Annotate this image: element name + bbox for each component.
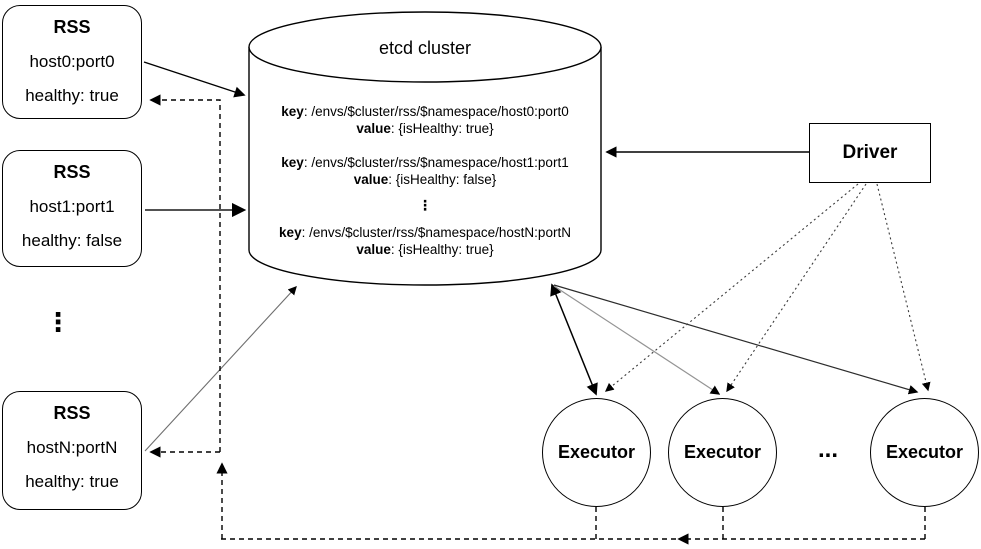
dotted-arrow-driver-to-executor1 — [726, 183, 867, 393]
etcd-cylinder-shape — [248, 11, 602, 286]
etcd-entry-value: value: {isHealthy: true} — [356, 242, 494, 257]
etcd-entry-value: value: {isHealthy: false} — [353, 172, 497, 187]
executor-label: Executor — [557, 442, 636, 462]
etcd-entry-key: key: /envs/$cluster/rss/$namespace/host0… — [281, 104, 569, 119]
arrow-etcd-executor0-bidirectional — [550, 283, 598, 396]
dotted-arrow-driver-to-executor0 — [604, 183, 859, 392]
rss-node-health: healthy: false — [21, 231, 123, 250]
arrow-etcd-to-executor2 — [553, 284, 919, 395]
arrow-rss0-to-etcd — [143, 61, 246, 98]
rss-list-ellipsis: ⋮ — [45, 307, 71, 337]
rss-node-title: RSS — [53, 162, 91, 182]
rss-node-host: hostN:portN — [26, 438, 118, 457]
dashed-arrow-to-rss0 — [149, 94, 221, 452]
rss-node-health: healthy: true — [25, 86, 119, 105]
rss-node-0: RSS host0:port0 healthy: true — [2, 5, 142, 119]
rss-node-host: host1:port1 — [29, 197, 115, 216]
etcd-entry-1: key: /envs/$cluster/rss/$namespace/host1… — [253, 154, 597, 188]
rss-node-2: RSS hostN:portN healthy: true — [2, 391, 142, 510]
etcd-entries-ellipsis: ⋮ — [418, 197, 432, 213]
driver-node: Driver — [809, 123, 931, 183]
etcd-entry-key: key: /envs/$cluster/rss/$namespace/hostN… — [279, 225, 571, 240]
etcd-entry-0: key: /envs/$cluster/rss/$namespace/host0… — [253, 103, 597, 137]
driver-label: Driver — [842, 142, 898, 163]
executor-list-ellipsis: ... — [817, 436, 838, 463]
rss-node-1: RSS host1:port1 healthy: false — [2, 150, 142, 267]
executor-node-2: Executor — [870, 398, 979, 507]
arrow-etcd-to-executor1 — [553, 285, 721, 395]
executor-node-1: Executor — [668, 398, 777, 507]
etcd-entry-key: key: /envs/$cluster/rss/$namespace/host1… — [281, 155, 569, 170]
rss-node-title: RSS — [53, 403, 91, 423]
executor-label: Executor — [683, 442, 762, 462]
rss-node-health: healthy: true — [25, 472, 119, 491]
rss-node-title: RSS — [53, 17, 91, 37]
rss-node-host: host0:port0 — [29, 52, 115, 71]
etcd-entry-value: value: {isHealthy: true} — [356, 121, 494, 136]
executor-label: Executor — [885, 442, 964, 462]
executor-node-0: Executor — [542, 398, 651, 507]
etcd-entry-2: key: /envs/$cluster/rss/$namespace/hostN… — [253, 224, 597, 258]
dotted-arrow-driver-to-executor2 — [876, 183, 931, 392]
etcd-cluster-title: etcd cluster — [378, 38, 472, 58]
